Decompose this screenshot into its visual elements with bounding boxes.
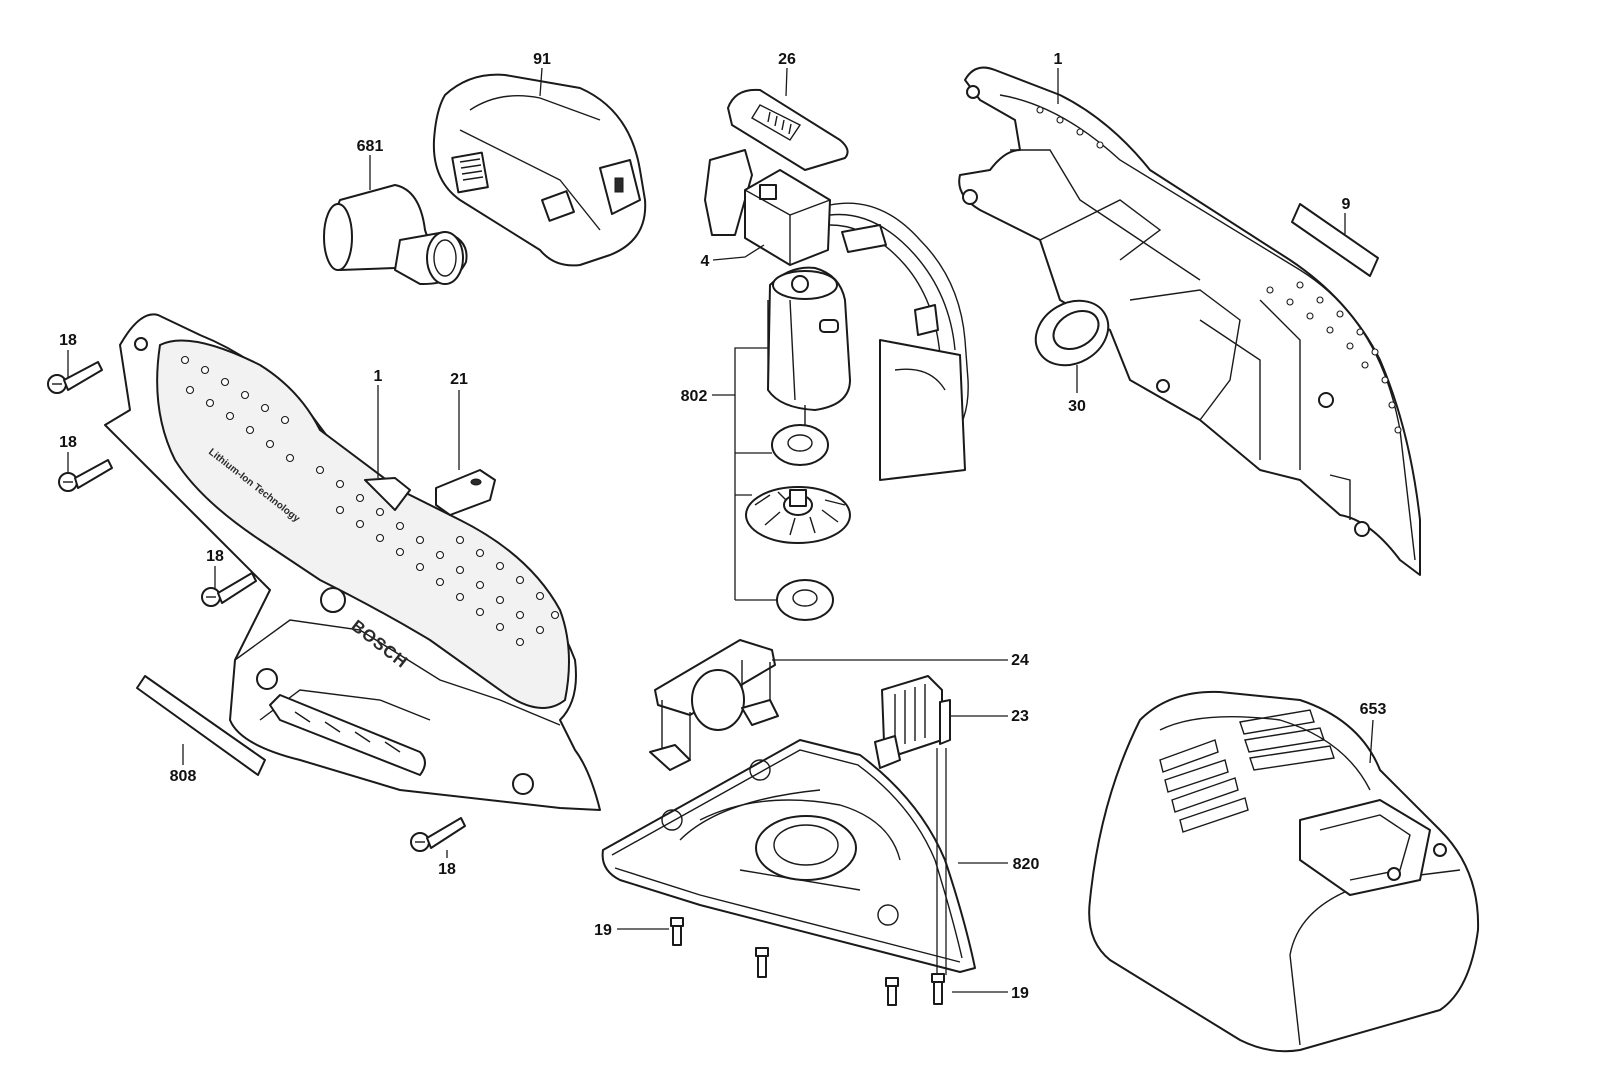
part-18-screw-upper bbox=[58, 459, 113, 492]
part-1-housing-right bbox=[958, 66, 1421, 576]
part-26-switch-cover bbox=[727, 88, 849, 171]
callout-30: 30 bbox=[1068, 398, 1086, 415]
part-18-screw-middle bbox=[201, 572, 257, 607]
callout-18-upper: 18 bbox=[59, 434, 77, 451]
callout-1-left: 1 bbox=[374, 368, 383, 385]
callout-labels: 91 26 1 681 9 4 30 802 18 18 1 21 18 24 … bbox=[59, 51, 1386, 1002]
callout-808: 808 bbox=[170, 768, 197, 785]
part-802-motor-assembly bbox=[745, 266, 851, 621]
part-19-screws bbox=[670, 917, 945, 1006]
part-30-seal bbox=[1034, 299, 1110, 367]
part-21-cap bbox=[435, 469, 496, 516]
callout-4: 4 bbox=[701, 253, 710, 270]
housing-right-grip-dots bbox=[1036, 106, 1402, 434]
callout-18-middle: 18 bbox=[206, 548, 224, 565]
callout-681: 681 bbox=[357, 138, 384, 155]
part-1-housing-left: BOSCH Lithium-Ion Technology bbox=[104, 313, 601, 811]
leader-lines bbox=[67, 67, 1374, 993]
part-9-label bbox=[1291, 203, 1379, 277]
part-820-base-plate bbox=[601, 739, 976, 973]
callout-802: 802 bbox=[681, 388, 708, 405]
part-4-switch bbox=[704, 149, 969, 481]
callout-19-left: 19 bbox=[594, 922, 612, 939]
callout-9: 9 bbox=[1342, 196, 1351, 213]
housing-left-grip-dots bbox=[180, 355, 560, 647]
callout-24: 24 bbox=[1011, 652, 1029, 669]
part-653-charger bbox=[1088, 690, 1480, 1053]
callout-21: 21 bbox=[450, 371, 468, 388]
part-681-dust-adapter bbox=[323, 184, 468, 286]
callout-1-right: 1 bbox=[1054, 51, 1063, 68]
callout-26: 26 bbox=[778, 51, 796, 68]
part-18-screw-bottom bbox=[410, 817, 466, 852]
part-91-battery bbox=[432, 73, 647, 267]
part-18-screw-top bbox=[47, 361, 103, 394]
callout-91: 91 bbox=[533, 51, 551, 68]
part-808-label bbox=[136, 675, 266, 776]
callout-23: 23 bbox=[1011, 708, 1029, 725]
callout-820: 820 bbox=[1013, 856, 1040, 873]
callout-653: 653 bbox=[1360, 701, 1387, 718]
part-24-frame bbox=[649, 639, 779, 771]
part-23-clip bbox=[874, 675, 951, 769]
callout-19-right: 19 bbox=[1011, 985, 1029, 1002]
callout-18-bottom: 18 bbox=[438, 861, 456, 878]
callout-18-top: 18 bbox=[59, 332, 77, 349]
